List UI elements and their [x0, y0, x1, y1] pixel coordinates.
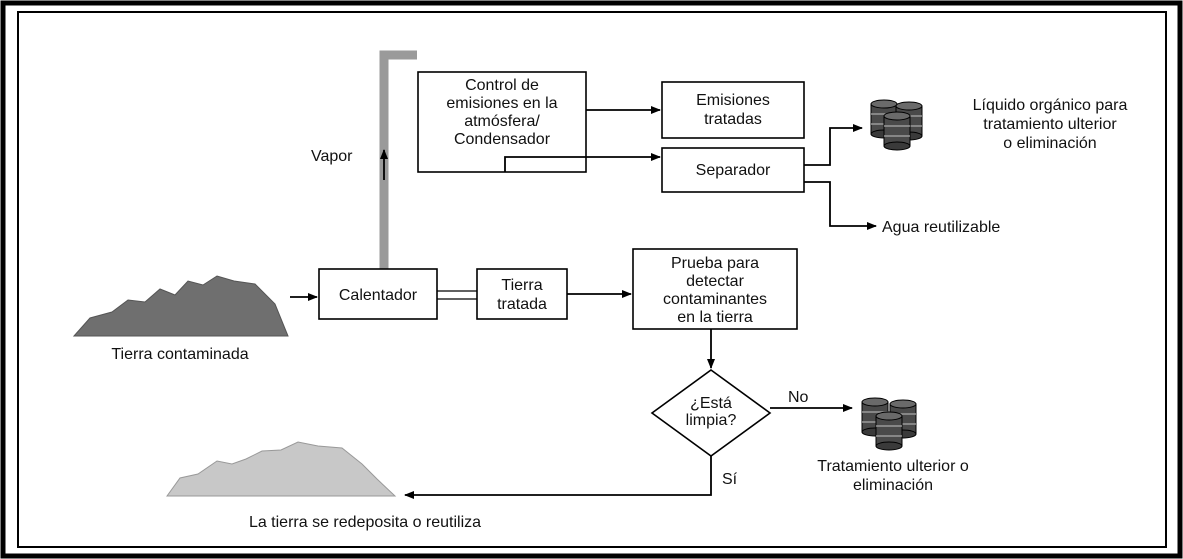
organic-liquid-line-3: o eliminación: [1003, 135, 1096, 152]
arrow-to-organic-liquid: [804, 124, 863, 166]
arrow-yes-branch: [404, 456, 712, 499]
decision-line-1: ¿Está: [690, 395, 732, 412]
vapor-label: Vapor: [311, 148, 353, 165]
vapor-pipe: [379, 50, 417, 270]
test-line-3: contaminantes: [663, 291, 767, 308]
contaminated-soil-mound: [72, 275, 289, 337]
treated-emissions-line-2: tratadas: [704, 111, 762, 128]
separator-box: [661, 147, 805, 193]
emission-control-line-4: Condensador: [454, 131, 551, 148]
treated-soil-box: [476, 268, 568, 320]
test-line-1: Prueba para: [671, 255, 759, 272]
test-line-4: en la tierra: [677, 309, 753, 326]
barrels-treatment-icon: [861, 397, 917, 451]
separator-label: Separador: [696, 162, 771, 179]
arrow-to-separator: [504, 153, 661, 172]
heater-label: Calentador: [339, 287, 418, 304]
further-treatment-line-2: eliminación: [853, 477, 933, 494]
organic-liquid-line-1: Líquido orgánico para: [973, 97, 1128, 114]
emission-control-box: [417, 71, 587, 173]
treated-emissions-box: [661, 81, 805, 139]
organic-liquid-line-2: tratamiento ulterior: [983, 116, 1117, 133]
yes-label: Sí: [722, 471, 738, 488]
treated-soil-line-1: Tierra: [501, 277, 542, 294]
emission-control-line-1: Control de: [465, 77, 539, 94]
redeposit-label: La tierra se redeposita o reutiliza: [249, 514, 481, 531]
decision-line-2: limpia?: [686, 412, 737, 429]
reusable-water-label: Agua reutilizable: [882, 219, 1000, 236]
heater-box: [318, 268, 438, 320]
barrels-organic-icon: [870, 99, 923, 151]
test-box: [632, 248, 798, 330]
emission-control-line-2: emisiones en la: [446, 95, 557, 112]
redeposited-soil-mound: [166, 441, 397, 497]
test-line-2: detectar: [686, 273, 744, 290]
inner-border: [17, 11, 1167, 548]
treated-soil-line-2: tratada: [497, 296, 547, 313]
emission-control-line-3: atmósfera/: [464, 113, 540, 130]
contaminated-soil-label: Tierra contaminada: [111, 346, 248, 363]
further-treatment-line-1: Tratamiento ulterior o: [817, 458, 969, 475]
no-label: No: [788, 389, 809, 406]
treated-emissions-line-1: Emisiones: [696, 92, 770, 109]
arrow-to-water: [804, 181, 877, 230]
